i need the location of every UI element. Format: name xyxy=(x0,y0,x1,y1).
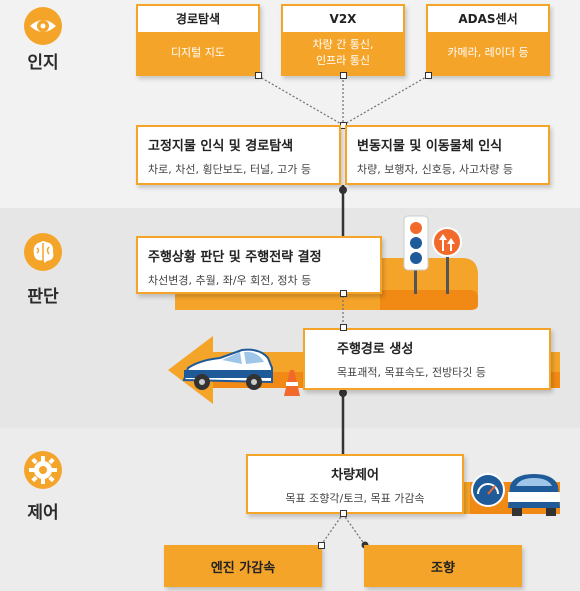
connector-dot xyxy=(340,290,347,297)
card-title: 차량제어 xyxy=(331,468,379,483)
card-desc: 목표 조향각/토크, 목표 가감속 xyxy=(285,492,425,505)
speedometer-icon xyxy=(471,473,505,507)
source-desc: 카메라, 레이더 등 xyxy=(447,46,529,59)
traffic-light-icon xyxy=(403,215,462,294)
card-title: 주행상황 판단 및 주행전략 결정 xyxy=(148,250,322,265)
source-title: 경로탐색 xyxy=(138,6,258,32)
stage-label-perceive: 인지 xyxy=(27,53,59,73)
gear-icon xyxy=(24,451,62,489)
car-icon xyxy=(182,348,300,396)
dynamic-recognition-card: 변동지물 및 이동물체 인식 차량, 보행자, 신호등, 사고차량 등 xyxy=(345,125,550,185)
source-title: V2X xyxy=(283,6,403,32)
connector-dot xyxy=(340,510,347,517)
suv-icon xyxy=(508,474,560,516)
stage-label-decide: 판단 xyxy=(27,287,59,307)
vehicle-control-card: 차량제어 목표 조향각/토크, 목표 가감속 xyxy=(246,454,464,514)
connector-dot xyxy=(340,72,347,79)
source-card-route: 경로탐색 디지털 지도 xyxy=(136,4,260,76)
card-title: 고정지물 인식 및 경로탐색 xyxy=(148,139,294,154)
source-title: ADAS센서 xyxy=(428,6,548,32)
card-desc: 목표괘적, 목표속도, 전방타깃 등 xyxy=(337,366,487,379)
steering-output: 조향 xyxy=(364,545,522,587)
judgment-card: 주행상황 판단 및 주행전략 결정 차선변경, 추월, 좌/우 회전, 정차 등 xyxy=(136,236,382,294)
card-desc: 차로, 차선, 횡단보도, 터널, 고가 등 xyxy=(148,163,312,176)
connector-dot xyxy=(425,72,432,79)
card-desc: 차량, 보행자, 신호등, 사고차량 등 xyxy=(357,163,514,176)
output-label: 조향 xyxy=(431,560,455,576)
static-recognition-card: 고정지물 인식 및 경로탐색 차로, 차선, 횡단보도, 터널, 고가 등 xyxy=(136,125,341,185)
connector-dot xyxy=(318,542,325,549)
source-card-v2x: V2X 차량 간 통신, 인프라 통신 xyxy=(281,4,405,76)
connector-dot xyxy=(340,324,347,331)
connector-dot xyxy=(255,72,262,79)
source-desc: 차량 간 통신, 인프라 통신 xyxy=(312,38,374,67)
output-label: 엔진 가감속 xyxy=(210,560,276,576)
card-title: 주행경로 생성 xyxy=(337,342,414,357)
engine-accel-output: 엔진 가감속 xyxy=(164,545,322,587)
eye-icon xyxy=(24,7,62,45)
source-desc: 디지털 지도 xyxy=(170,46,226,59)
direction-sign-icon xyxy=(432,227,462,257)
stage-label-control: 제어 xyxy=(27,503,59,523)
path-generation-card: 주행경로 생성 목표괘적, 목표속도, 전방타깃 등 xyxy=(303,328,551,390)
brain-icon xyxy=(24,233,62,271)
source-card-adas: ADAS센서 카메라, 레이더 등 xyxy=(426,4,550,76)
card-title: 변동지물 및 이동물체 인식 xyxy=(357,139,503,154)
card-desc: 차선변경, 추월, 좌/우 회전, 정차 등 xyxy=(148,274,312,287)
judgment-road-shadow xyxy=(380,290,478,310)
